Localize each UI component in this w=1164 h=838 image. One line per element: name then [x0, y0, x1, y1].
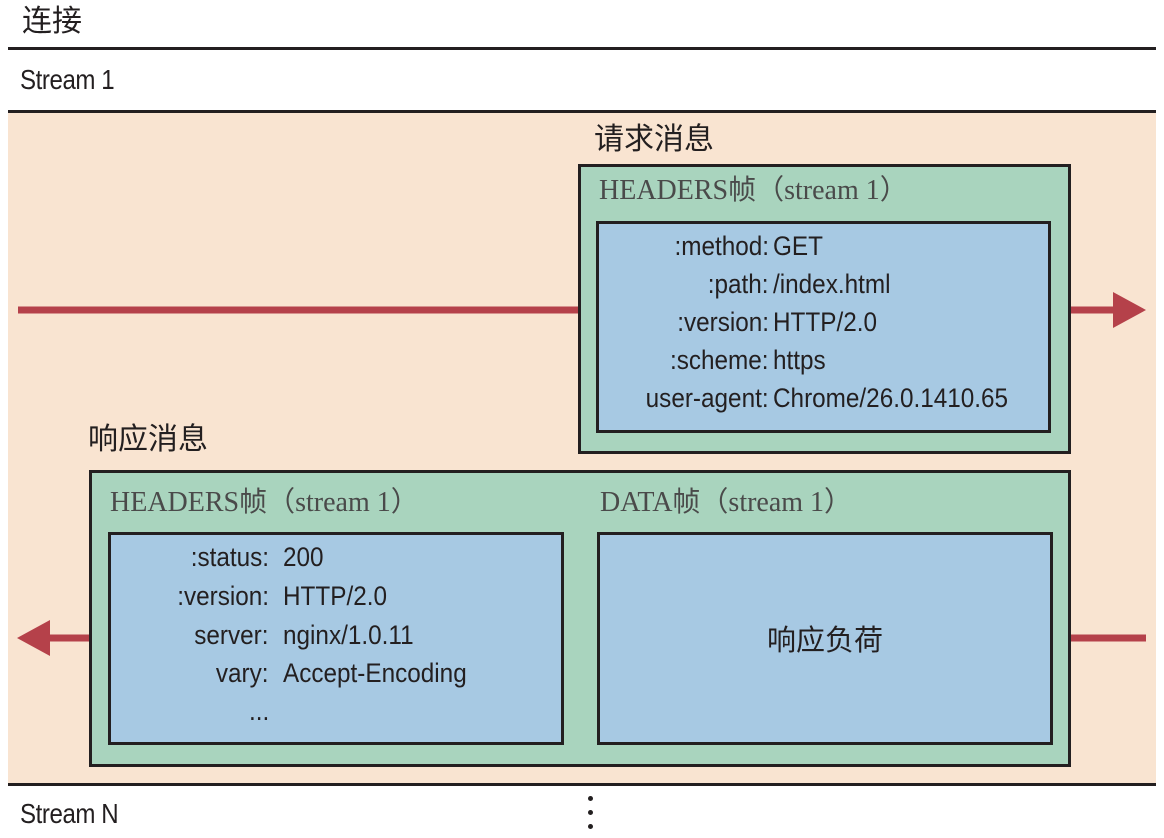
request-header-value: /index.html [773, 269, 891, 299]
response-arrow-head-icon [17, 620, 50, 656]
response-header-key: :status: [190, 542, 269, 572]
request-headers-box: :method: GET :path: /index.html :version… [596, 221, 1051, 433]
request-header-value: Chrome/26.0.1410.65 [773, 383, 1009, 413]
response-header-row: vary: Accept-Encoding [111, 657, 563, 693]
stream-n-label: Stream N [20, 798, 119, 829]
response-header-ellipsis: ... [249, 696, 270, 726]
more-streams-ellipsis-icon [588, 796, 593, 838]
response-header-value: nginx/1.0.11 [283, 620, 414, 650]
response-data-frame-title: DATA帧（stream 1） [600, 487, 853, 518]
response-header-row: server: nginx/1.0.11 [111, 619, 563, 655]
stream-1-rule [8, 110, 1156, 113]
request-header-value: https [773, 345, 826, 375]
request-header-key: :scheme: [670, 345, 769, 375]
response-header-row: :version: HTTP/2.0 [111, 580, 563, 616]
request-header-row: user-agent: Chrome/26.0.1410.65 [599, 382, 1051, 418]
response-message-label: 响应消息 [88, 423, 208, 456]
connection-rule [8, 47, 1156, 50]
request-header-row: :method: GET [599, 230, 1051, 266]
response-header-value: Accept-Encoding [283, 658, 467, 688]
request-headers-frame: HEADERS帧（stream 1） :method: GET :path: /… [578, 164, 1071, 454]
request-header-key: :path: [708, 269, 769, 299]
response-data-box: 响应负荷 [597, 532, 1053, 745]
request-headers-frame-title: HEADERS帧（stream 1） [599, 175, 908, 206]
response-header-row: :status: 200 [111, 541, 563, 577]
request-header-key: user-agent: [646, 383, 769, 413]
response-header-value: HTTP/2.0 [283, 581, 387, 611]
response-header-key: :version: [177, 581, 269, 611]
request-header-row: :path: /index.html [599, 268, 1051, 304]
response-payload-label: 响应负荷 [766, 625, 883, 657]
stream-1-label: Stream 1 [20, 64, 115, 95]
request-header-value: HTTP/2.0 [773, 307, 877, 337]
response-header-key: vary: [216, 658, 269, 688]
request-message-label: 请求消息 [594, 123, 714, 156]
request-header-value: GET [773, 231, 823, 261]
request-arrow-head-icon [1113, 292, 1146, 328]
response-header-key: server: [194, 620, 269, 650]
response-headers-frame-title: HEADERS帧（stream 1） [110, 487, 419, 518]
request-header-key: :version: [677, 307, 769, 337]
request-header-row: :version: HTTP/2.0 [599, 306, 1051, 342]
response-frames-group: HEADERS帧（stream 1） DATA帧（stream 1） :stat… [89, 470, 1071, 767]
response-header-row: ... [111, 695, 563, 731]
request-header-row: :scheme: https [599, 344, 1051, 380]
request-header-key: :method: [674, 231, 769, 261]
response-headers-box: :status: 200 :version: HTTP/2.0 server: … [108, 532, 564, 745]
connection-label: 连接 [22, 5, 82, 38]
response-header-value: 200 [283, 542, 324, 572]
stream-n-rule [8, 783, 1156, 786]
